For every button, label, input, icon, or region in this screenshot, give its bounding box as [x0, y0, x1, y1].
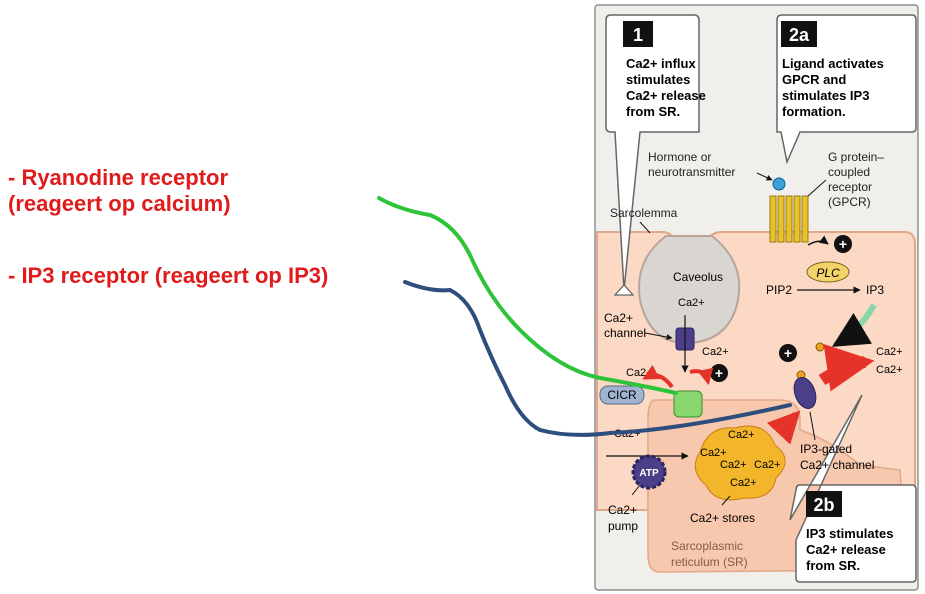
ip3-gated-label-2: Ca2+ channel [800, 458, 874, 472]
step-2b-line-1: IP3 stimulates [806, 526, 893, 541]
step-1-line-1: Ca2+ influx [626, 56, 696, 71]
ip3-release-ca-2: Ca2+ [876, 364, 903, 376]
ca-stores-blob [694, 425, 786, 501]
step-1-box: 1 Ca2+ influx stimulates Ca2+ release fr… [605, 14, 706, 296]
ip3-receptor-pointer-line [403, 280, 792, 437]
caveolus-label: Caveolus [673, 270, 723, 284]
plus-icon-plc: + [839, 236, 847, 252]
ca-channel-label-2: channel [604, 326, 646, 340]
step-2a-box: 2a Ligand activates GPCR and stimulates … [776, 14, 917, 165]
store-ca-1: Ca2+ [728, 429, 755, 441]
gpcr-label-1: G protein– [828, 150, 884, 164]
plus-icon-ip3: + [784, 345, 792, 361]
ryanodine-pointer-line [377, 196, 678, 395]
ip3-receptor-text: - IP3 receptor (reageert op IP3) [8, 263, 329, 288]
ligand-icon [772, 177, 786, 191]
gpcr-icon [769, 195, 809, 243]
atp-pump-icon [631, 454, 667, 490]
cicr-label: CICR [607, 388, 637, 402]
step-2b-line-3: from SR. [806, 558, 860, 573]
cicr-box [599, 385, 645, 405]
ip3-receptor-label: - IP3 receptor (reageert op IP3) [8, 263, 328, 289]
ryanodine-receptor-label: - Ryanodine receptor (reageert op calciu… [8, 165, 231, 216]
step-2b-line-2: Ca2+ release [806, 542, 886, 557]
caveolus [638, 235, 741, 345]
step-1-line-2: stimulates [626, 72, 690, 87]
plc-label: PLC [816, 266, 840, 280]
sr-label-1: Sarcoplasmic [671, 539, 743, 553]
step-2b-box: 2b IP3 stimulates Ca2+ release from SR. [789, 394, 917, 583]
step-2a-line-4: formation. [782, 104, 846, 119]
ip3-product-label: IP3 [866, 283, 884, 297]
ca-entry-label: Ca2+ [702, 346, 729, 358]
ip3-release-ca-1: Ca2+ [876, 346, 903, 358]
step-2a-line-3: stimulates IP3 [782, 88, 869, 103]
store-ca-2: Ca2+ [700, 447, 727, 459]
ryanodine-receptor-icon [673, 390, 703, 418]
hormone-label-2: neurotransmitter [648, 165, 735, 179]
step-2a-line-1: Ligand activates [782, 56, 884, 71]
step-1-line-3: Ca2+ release [626, 88, 706, 103]
gpcr-label-3: receptor [828, 180, 872, 194]
ip3-molecule-icon [815, 342, 825, 352]
gpcr-label-4: (GPCR) [828, 195, 871, 209]
ip3-gated-label-1: IP3-gated [800, 442, 852, 456]
hormone-label-1: Hormone or [648, 150, 711, 164]
sarcolemma-label: Sarcolemma [610, 206, 678, 220]
atp-label: ATP [639, 468, 659, 479]
sr-label-2: reticulum (SR) [671, 555, 748, 569]
store-ca-5: Ca2+ [730, 477, 757, 489]
gpcr-label-2: coupled [828, 165, 870, 179]
ca-pump-label-2: pump [608, 519, 638, 533]
step-2a-number: 2a [789, 25, 810, 45]
store-ca-3: Ca2+ [720, 459, 747, 471]
ip3-gated-channel-icon [793, 377, 817, 409]
step-1-number: 1 [633, 25, 643, 45]
pip2-label: PIP2 [766, 283, 792, 297]
step-2a-line-2: GPCR and [782, 72, 846, 87]
caveolus-ca-label: Ca2+ [678, 297, 705, 309]
step-1-line-4: from SR. [626, 104, 680, 119]
step-2b-number: 2b [813, 495, 834, 515]
ca-pump-label-1: Ca2+ [608, 503, 637, 517]
plus-icon-cicr: + [715, 365, 723, 381]
plc-enzyme [806, 261, 850, 283]
ca-channel-label-1: Ca2+ [604, 311, 633, 325]
ca-stores-label: Ca2+ stores [690, 511, 755, 525]
store-ca-4: Ca2+ [754, 459, 781, 471]
